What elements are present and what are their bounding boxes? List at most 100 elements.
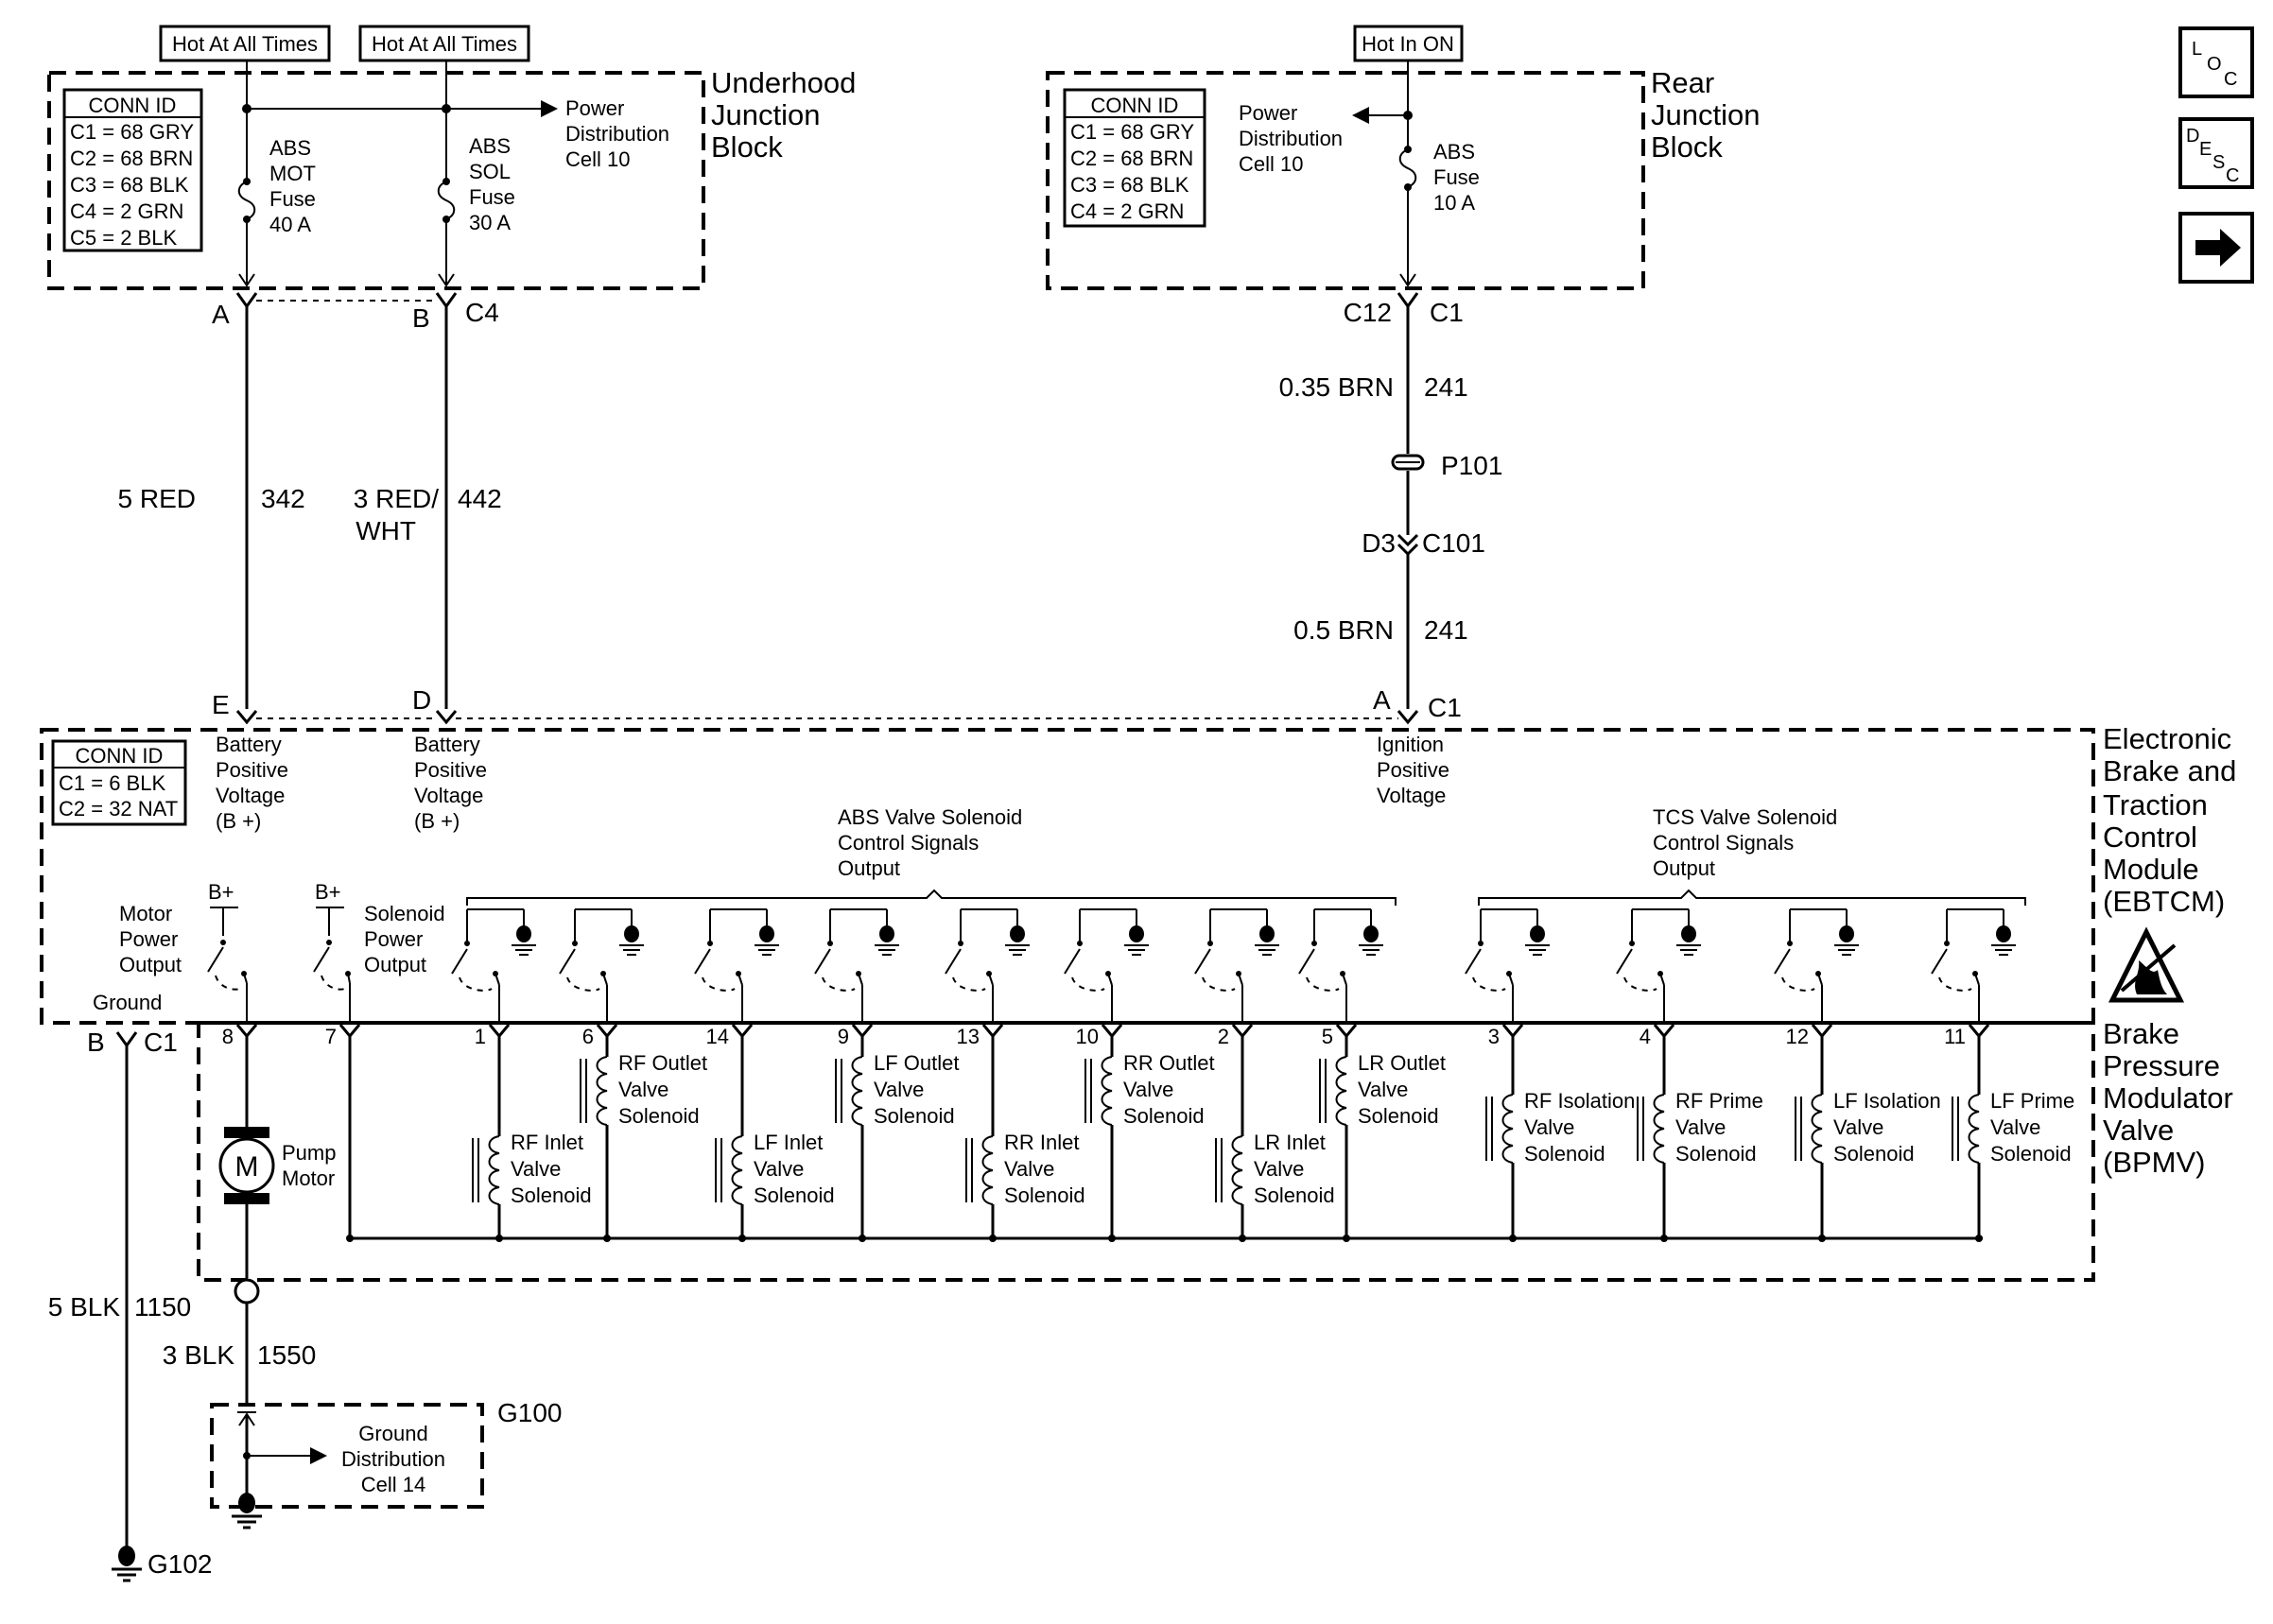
solenoid-label: LF Prime	[1990, 1089, 2074, 1113]
ujb-connector: A B C4	[212, 292, 499, 333]
svg-text:Power: Power	[565, 96, 624, 120]
svg-text:0.35 BRN: 0.35 BRN	[1279, 372, 1394, 402]
bpmv-pin-number: 1	[475, 1025, 486, 1048]
svg-text:10 A: 10 A	[1433, 191, 1475, 215]
svg-text:3 RED/: 3 RED/	[354, 484, 439, 513]
underhood-junction-block: Underhood Junction Block CONN ID C1 = 68…	[47, 60, 856, 290]
solenoid-label: Valve	[1123, 1078, 1173, 1101]
svg-text:Voltage: Voltage	[414, 784, 483, 807]
solenoid-label: Valve	[1524, 1115, 1574, 1139]
svg-text:C2 = 68 BRN: C2 = 68 BRN	[1070, 147, 1193, 170]
motor-power-output-label: Motor Power Output	[119, 902, 182, 976]
svg-text:5 BLK: 5 BLK	[48, 1292, 121, 1322]
bpmv-pin-number: 11	[1944, 1025, 1966, 1048]
solenoid-label: Solenoid	[1524, 1142, 1605, 1166]
ebtcm-conn-id-table: CONN ID C1 = 6 BLK C2 = 32 NAT	[51, 739, 187, 826]
solenoid-label: Valve	[874, 1078, 924, 1101]
svg-text:(EBTCM): (EBTCM)	[2103, 885, 2225, 918]
svg-text:E: E	[2199, 139, 2212, 160]
svg-text:Valve: Valve	[2103, 1114, 2174, 1147]
svg-text:Output: Output	[1653, 856, 1715, 880]
solenoid-label: Solenoid	[874, 1104, 955, 1128]
svg-text:5 RED: 5 RED	[118, 484, 196, 513]
svg-text:Ignition: Ignition	[1377, 733, 1444, 756]
solenoid-label: LF Inlet	[754, 1131, 823, 1154]
solenoid-label: Solenoid	[1675, 1142, 1757, 1166]
solenoid-label: Solenoid	[1833, 1142, 1915, 1166]
svg-text:C1 = 68 GRY: C1 = 68 GRY	[1070, 120, 1194, 144]
svg-text:Rear: Rear	[1651, 66, 1714, 99]
desc-icon[interactable]: D E S C	[2178, 117, 2254, 189]
svg-text:Cell 10: Cell 10	[1239, 152, 1303, 176]
solenoid-label: LF Isolation	[1833, 1089, 1941, 1113]
svg-text:D: D	[2186, 126, 2199, 147]
svg-text:Motor: Motor	[282, 1166, 335, 1190]
splice-p101: P101	[1391, 451, 1502, 480]
svg-text:C1 = 68 GRY: C1 = 68 GRY	[70, 120, 194, 144]
svg-text:L: L	[2192, 39, 2202, 60]
solenoid-label: Valve	[1675, 1115, 1726, 1139]
tcs-outputs-brace	[1478, 889, 2026, 906]
ground-g102: G102	[112, 1546, 213, 1582]
svg-text:WHT: WHT	[356, 516, 416, 545]
svg-text:Brake: Brake	[2103, 1017, 2179, 1050]
svg-text:3 BLK: 3 BLK	[163, 1340, 235, 1370]
svg-text:Distribution: Distribution	[1239, 127, 1343, 150]
low-side-switch-11	[1774, 908, 1859, 1025]
ground-c1-connector: B C1	[87, 1028, 178, 1057]
svg-text:0.5 BRN: 0.5 BRN	[1293, 615, 1394, 645]
svg-text:Power: Power	[1239, 101, 1297, 125]
battery-positive-voltage-d: Battery Positive Voltage (B +)	[414, 733, 487, 833]
svg-text:C4 = 2 GRN: C4 = 2 GRN	[70, 199, 183, 223]
svg-text:C1: C1	[1430, 298, 1464, 327]
wire-1550: 3 BLK 1550	[163, 1278, 316, 1403]
bpmv-pin: 14	[706, 1024, 754, 1048]
svg-text:ABS: ABS	[269, 136, 311, 160]
svg-text:S: S	[2212, 152, 2225, 173]
svg-text:SOL: SOL	[469, 160, 511, 183]
solenoid-label: RF Inlet	[511, 1131, 583, 1154]
svg-text:Positive: Positive	[1377, 758, 1449, 782]
ujb-title: Underhood Junction Block	[711, 66, 856, 164]
svg-text:241: 241	[1424, 372, 1468, 402]
solenoid-b-plus-label: B+	[315, 880, 341, 904]
wire-442: 3 RED/ WHT 442	[354, 306, 502, 709]
svg-text:C: C	[2226, 165, 2239, 186]
svg-text:Block: Block	[711, 130, 783, 164]
svg-text:D: D	[412, 685, 431, 715]
svg-text:C12: C12	[1344, 298, 1392, 327]
low-side-switch-2	[559, 908, 644, 1025]
rjb-title: Rear Junction Block	[1651, 66, 1760, 164]
solenoid-label: LR Inlet	[1254, 1131, 1326, 1154]
bpmv-pin: 8	[222, 1024, 258, 1048]
svg-text:ABS: ABS	[1433, 140, 1475, 164]
arrow-right-icon[interactable]	[2178, 212, 2254, 284]
svg-text:Battery: Battery	[414, 733, 480, 756]
solenoid-label: Valve	[1990, 1115, 2040, 1139]
solenoid-label: RF Isolation	[1524, 1089, 1635, 1113]
bpmv-title: Brake Pressure Modulator Valve (BPMV)	[2103, 1017, 2233, 1179]
ground-label: Ground	[93, 991, 162, 1014]
solenoid-label: Valve	[618, 1078, 668, 1101]
svg-text:Junction: Junction	[711, 98, 820, 131]
svg-text:Output: Output	[838, 856, 900, 880]
svg-text:(BPMV): (BPMV)	[2103, 1146, 2206, 1179]
solenoid-power-switch	[313, 907, 351, 1025]
svg-text:C1 = 6 BLK: C1 = 6 BLK	[59, 771, 165, 795]
svg-text:Electronic: Electronic	[2103, 722, 2231, 755]
svg-text:Pump: Pump	[282, 1141, 336, 1165]
loc-icon[interactable]: L O C	[2178, 26, 2254, 98]
svg-text:Output: Output	[119, 953, 182, 976]
bpmv-pin: 3	[1488, 1024, 1524, 1048]
solenoid-label: Solenoid	[1358, 1104, 1439, 1128]
svg-text:CONN ID: CONN ID	[89, 94, 177, 117]
svg-text:(B +): (B +)	[216, 809, 261, 833]
bpmv-pin-number: 8	[222, 1025, 234, 1048]
svg-text:A: A	[212, 300, 230, 329]
bpmv-pin-number: 10	[1076, 1025, 1099, 1048]
solenoid-label: Solenoid	[1990, 1142, 2072, 1166]
solenoid-label: RR Outlet	[1123, 1051, 1215, 1075]
